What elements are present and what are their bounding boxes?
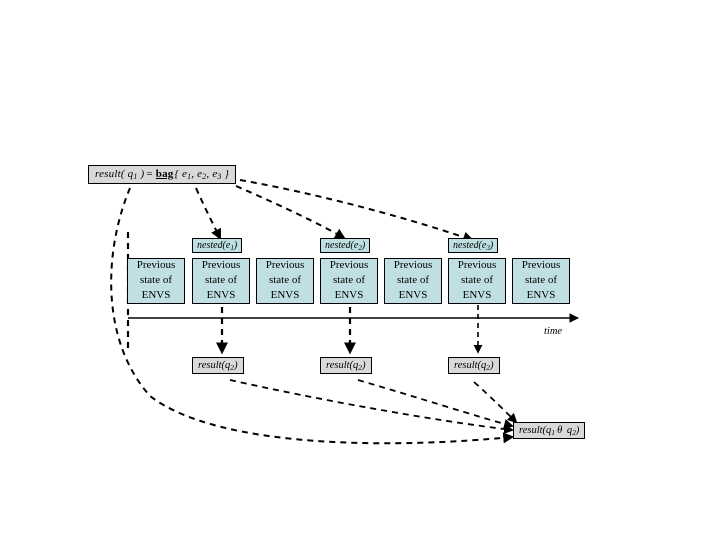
bag-operator: bag: [155, 168, 174, 180]
env-state-box-6: Previous state of ENVS: [448, 258, 506, 304]
query-sub-q1: 1: [133, 172, 138, 182]
timeline-caption: time: [544, 326, 563, 337]
result-label-2: result(q2): [320, 357, 372, 374]
nested-label-e1: nested(e1): [192, 238, 243, 253]
query-result-box: result( q1 )=bag{ e1, e2, e3 }: [88, 165, 237, 185]
edge-query-to-nested-2: [235, 185, 346, 240]
env-state-box-1: Previous state of ENVS: [127, 258, 185, 304]
theta-operator: θ: [557, 425, 563, 436]
result-label-1: result(q2): [192, 357, 244, 374]
edge-result-3-to-final: [473, 381, 518, 424]
equals-sign: =: [146, 168, 153, 180]
edge-result-2-to-final: [357, 379, 514, 429]
edge-query-to-nested-3: [239, 179, 475, 243]
nested-label-e3: nested(e3): [448, 238, 499, 253]
edge-query-to-nested-1: [195, 187, 221, 240]
edge-query-to-final: [110, 187, 515, 445]
env-state-box-2: Previous state of ENVS: [192, 258, 250, 304]
edge-result-1-to-final: [229, 379, 514, 434]
env-state-box-4: Previous state of ENVS: [320, 258, 378, 304]
env-state-box-5: Previous state of ENVS: [384, 258, 442, 304]
env-state-box-3: Previous state of ENVS: [256, 258, 314, 304]
result-label-3: result(q2): [448, 357, 500, 374]
nested-label-e2: nested(e2): [320, 238, 371, 253]
env-state-box-7: Previous state of ENVS: [512, 258, 570, 304]
query-result-text: result( q1 )=bag{ e1, e2, e3 }: [95, 168, 230, 182]
